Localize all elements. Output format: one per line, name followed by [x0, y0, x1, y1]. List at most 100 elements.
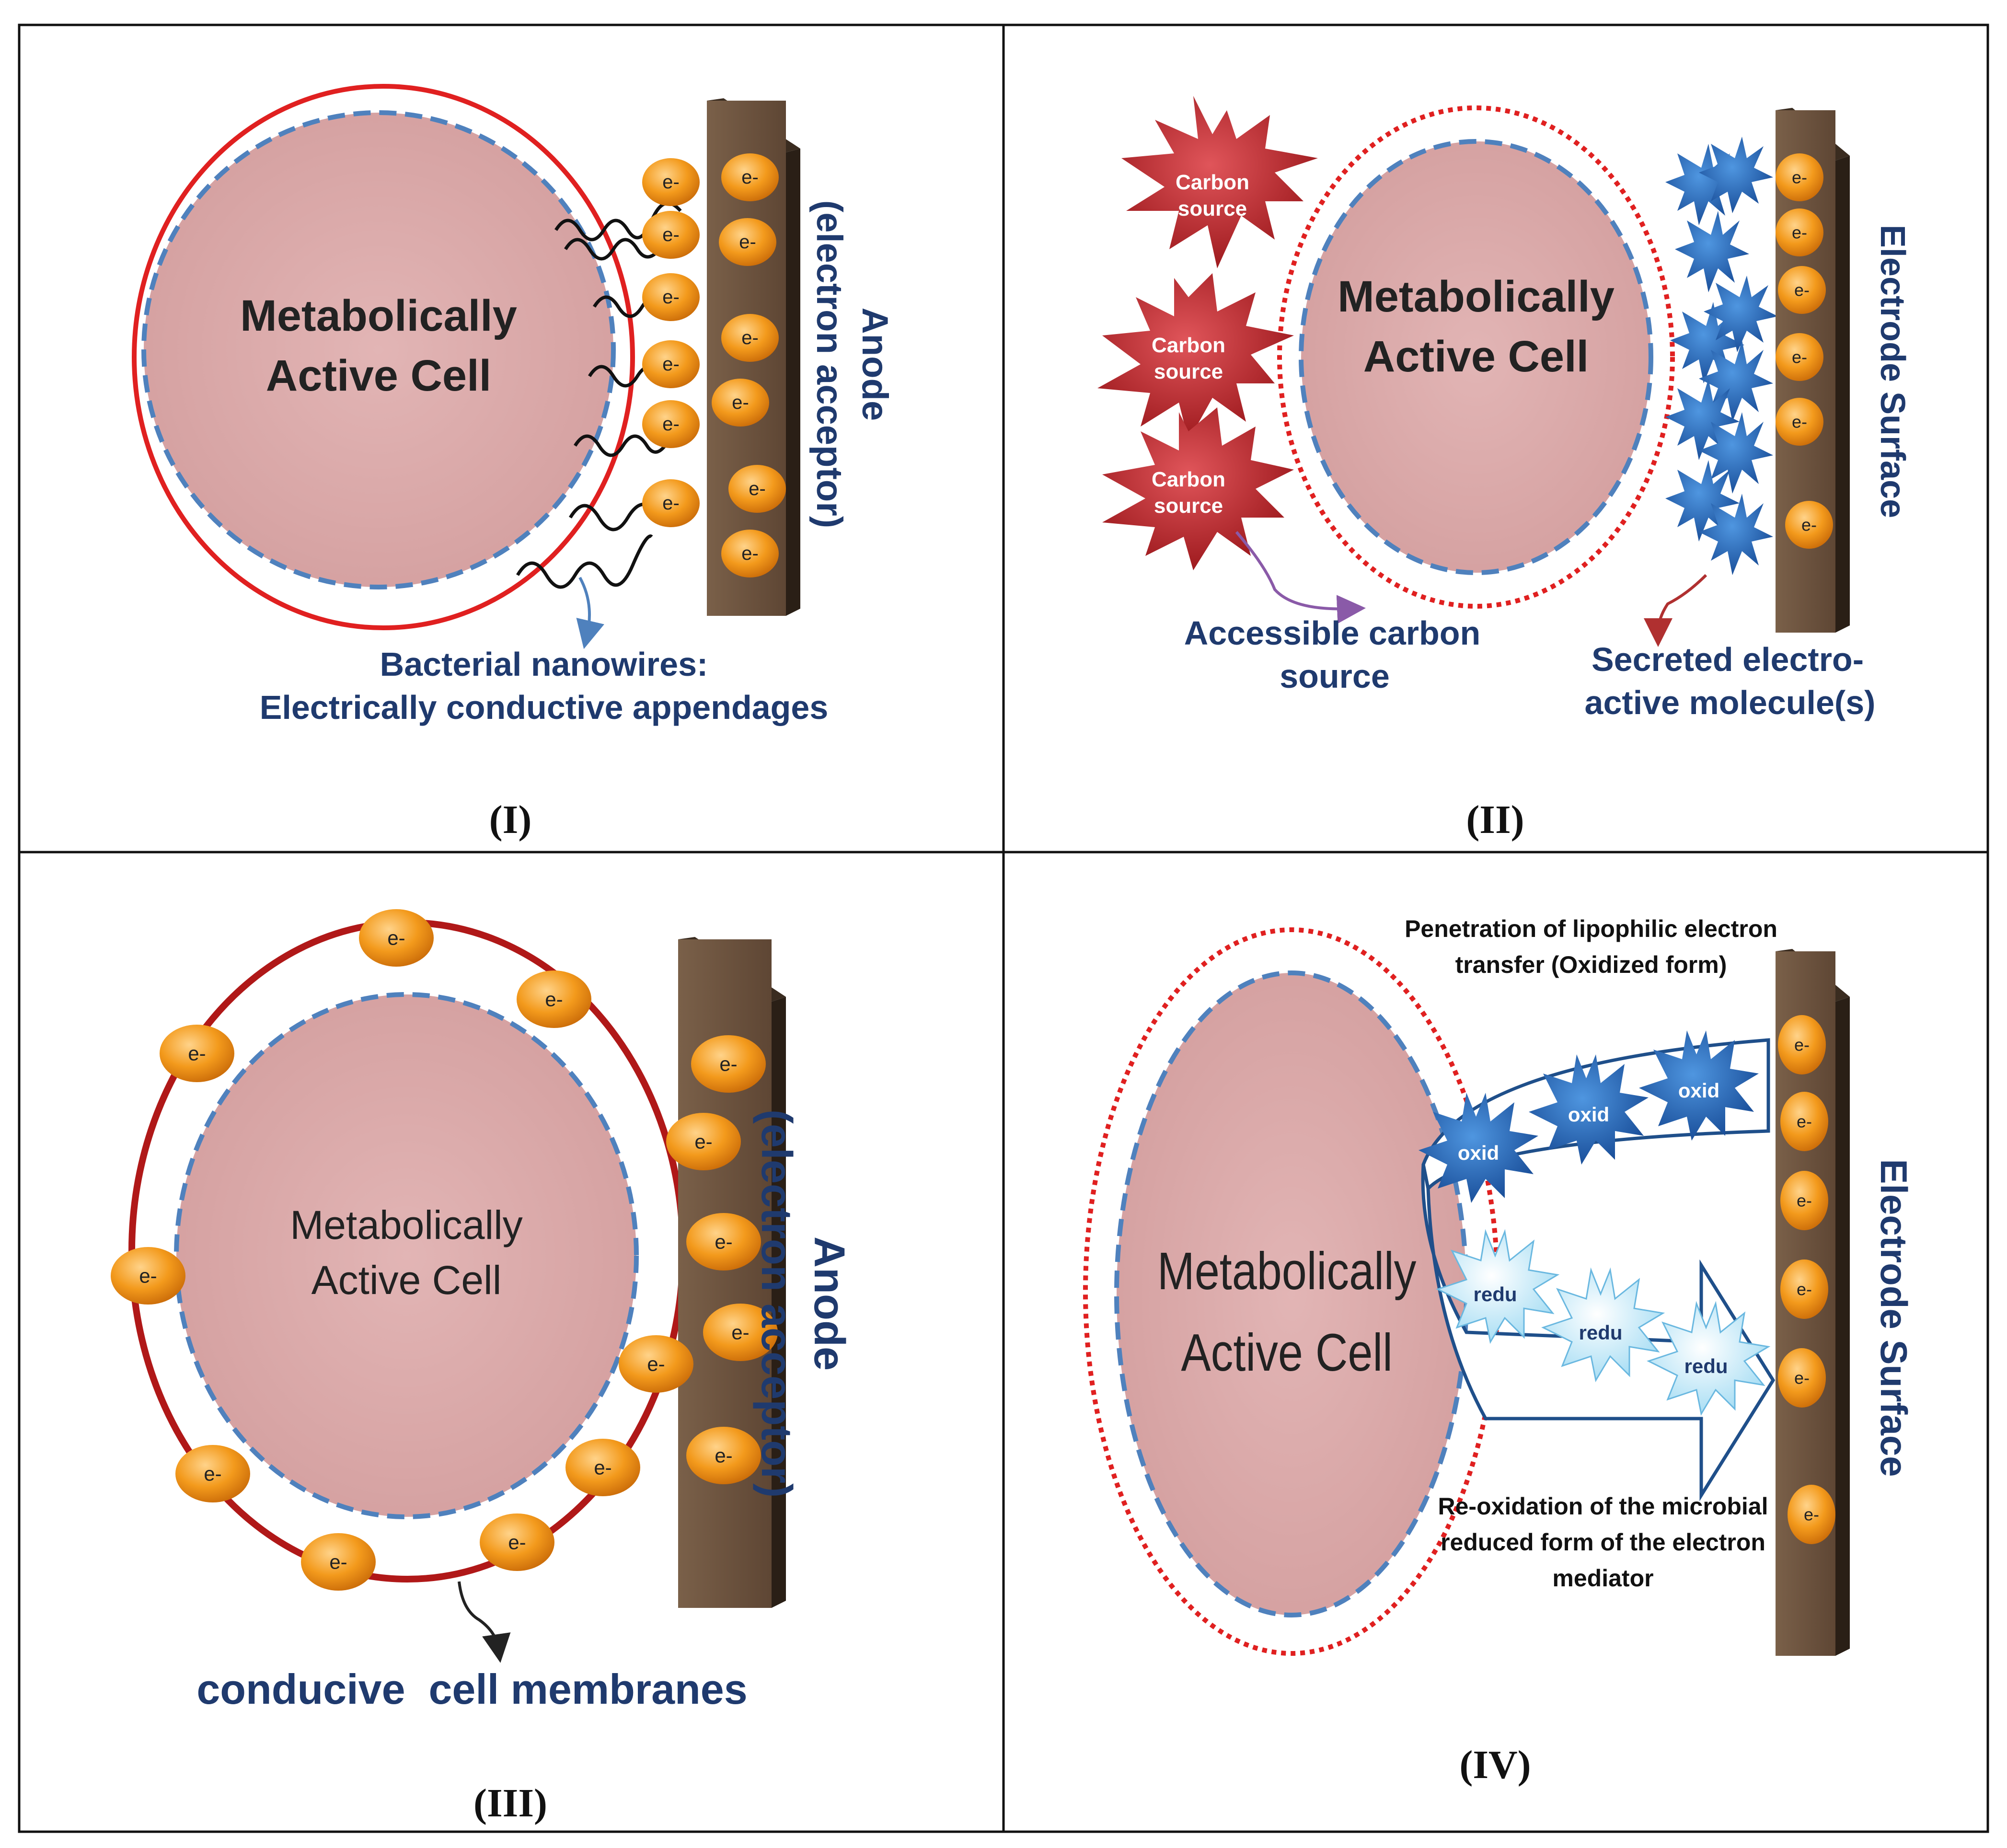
carbon-line2: source: [1178, 197, 1247, 220]
electron-label: e-: [1797, 1112, 1812, 1132]
anode-label: Anode (electron acceptor): [809, 200, 895, 528]
cell-body: [174, 992, 639, 1519]
electron-label: e-: [1797, 1191, 1812, 1211]
oxid-label: oxid: [1678, 1079, 1719, 1102]
redu-label: redu: [1579, 1321, 1622, 1344]
accessible-label-line2: source: [1280, 658, 1390, 695]
accessible-label-line1: Accessible carbon: [1184, 614, 1481, 652]
electrode-label: Electrode Surface: [1873, 225, 1912, 518]
secreted-pointer: [1644, 574, 1707, 647]
oxid-label: oxid: [1458, 1142, 1499, 1164]
carbon-source-star: Carbon source: [1102, 407, 1294, 570]
electron-label: e-: [1797, 1280, 1812, 1299]
cell-label-line1: Metabolically: [290, 1202, 523, 1247]
outer-membrane-dotted: [1277, 105, 1675, 609]
reoxidation-note-line3: mediator: [1552, 1565, 1653, 1592]
electron-label: e-: [715, 1444, 732, 1467]
carbon-line1: Carbon: [1176, 171, 1249, 194]
cell-label-line2: Active Cell: [266, 351, 491, 400]
electron-label: e-: [749, 478, 766, 499]
electron-label: e-: [1792, 347, 1807, 367]
cell-body: [141, 110, 616, 589]
cell-label-line1: Metabolically: [1338, 272, 1615, 321]
reoxidation-note-line1: Re-oxidation of the microbial: [1438, 1493, 1768, 1520]
carbon-line1: Carbon: [1152, 334, 1225, 357]
membrane-label: conducive cell membranes: [196, 1665, 747, 1713]
electron-label: e-: [1794, 1368, 1810, 1388]
cell-label-line1: Metabolically: [1157, 1242, 1416, 1301]
carbon-line2: source: [1154, 494, 1223, 518]
penetration-note-line1: Penetration of lipophilic electron: [1405, 915, 1777, 942]
electron-label: e-: [662, 354, 680, 375]
electron-label: e-: [662, 287, 680, 308]
electrode-label-text: Electrode Surface: [1873, 225, 1912, 518]
electron-label: e-: [545, 988, 563, 1011]
electron-label: e-: [188, 1042, 206, 1065]
electron-label: e-: [662, 172, 680, 193]
accessible-carbon-pointer: [1235, 531, 1366, 624]
electroactive-molecules: [1665, 137, 1778, 575]
electron-label: e-: [204, 1463, 221, 1485]
panel-4: Metabolically Active Cell oxid oxid oxid…: [1083, 915, 1915, 1787]
oxid-molecule: oxid: [1419, 1093, 1538, 1203]
redu-label: redu: [1684, 1355, 1728, 1377]
panel-2-label: (II): [1466, 797, 1524, 842]
redu-molecule: redu: [1647, 1301, 1771, 1416]
redu-molecule: redu: [1436, 1229, 1560, 1344]
anode-line2: (electron acceptor): [752, 1109, 800, 1498]
electron-label: e-: [662, 493, 680, 514]
anode-line1: Anode: [854, 308, 895, 421]
oxid-molecule: oxid: [1529, 1054, 1649, 1165]
electron-label: e-: [739, 231, 756, 253]
cell-body: [1299, 139, 1653, 575]
electron-label: e-: [719, 1053, 737, 1075]
electron-label: e-: [741, 327, 759, 348]
cell-label-line1: Metabolically: [240, 291, 517, 340]
electron-label: e-: [508, 1531, 526, 1554]
anode-label: Anode (electron acceptor): [752, 1109, 853, 1498]
electron-label: e-: [139, 1265, 157, 1287]
panel-3-label: (III): [473, 1781, 547, 1825]
reoxidation-note-line2: reduced form of the electron: [1441, 1529, 1765, 1556]
carbon-line2: source: [1154, 360, 1223, 383]
membrane-pointer: [458, 1581, 511, 1663]
panel-grid: [18, 23, 1989, 1833]
electron-label: e-: [647, 1353, 665, 1375]
electron-label: e-: [715, 1231, 732, 1253]
electron-label: e-: [594, 1456, 611, 1479]
anode-line2: (electron acceptor): [809, 200, 850, 528]
cell-label-line2: Active Cell: [1181, 1323, 1393, 1382]
redu-molecule: redu: [1541, 1267, 1665, 1383]
electron-label: e-: [694, 1131, 712, 1153]
electron-label: e-: [662, 414, 680, 435]
oxid-label: oxid: [1568, 1103, 1609, 1126]
electron-label: e-: [1792, 223, 1807, 243]
panel-3: Metabolically Active Cell e- e- e- e- e-…: [111, 909, 853, 1825]
cell-label-line2: Active Cell: [311, 1258, 502, 1303]
panel-1-label: (I): [489, 797, 532, 842]
electron-label: e-: [1804, 1505, 1819, 1525]
nanowire-label-line2: Electrically conductive appendages: [260, 689, 829, 726]
electron-label: e-: [1801, 515, 1817, 535]
electrons-panel1: e- e- e- e- e- e- e- e- e- e- e- e-: [642, 153, 786, 578]
electron-label: e-: [1792, 168, 1807, 187]
electrons-panel4: e- e- e- e- e- e-: [1778, 1015, 1835, 1544]
electron-label: e-: [329, 1551, 347, 1573]
panel-4-label: (IV): [1459, 1743, 1531, 1787]
electrons-panel2: e- e- e- e- e- e-: [1776, 153, 1833, 549]
penetration-note-line2: transfer (Oxidized form): [1455, 951, 1727, 978]
electron-label: e-: [741, 167, 759, 188]
panel-1: Metabolically Active Cell e- e- e-: [132, 84, 895, 842]
electron-label: e-: [731, 1321, 749, 1344]
electrode-label-text: Electrode Surface: [1873, 1159, 1915, 1477]
carbon-source-star: Carbon source: [1097, 273, 1294, 441]
nanowire-pointer: [576, 577, 604, 649]
electron-label: e-: [732, 392, 749, 413]
redu-label: redu: [1473, 1283, 1517, 1305]
nanowire-label-line1: Bacterial nanowires:: [380, 646, 708, 683]
secreted-label-line1: Secreted electro-: [1592, 641, 1864, 678]
anode-line1: Anode: [805, 1236, 853, 1371]
panel-2: Metabolically Active Cell Carbon source …: [1097, 96, 1912, 842]
carbon-line1: Carbon: [1152, 468, 1225, 491]
